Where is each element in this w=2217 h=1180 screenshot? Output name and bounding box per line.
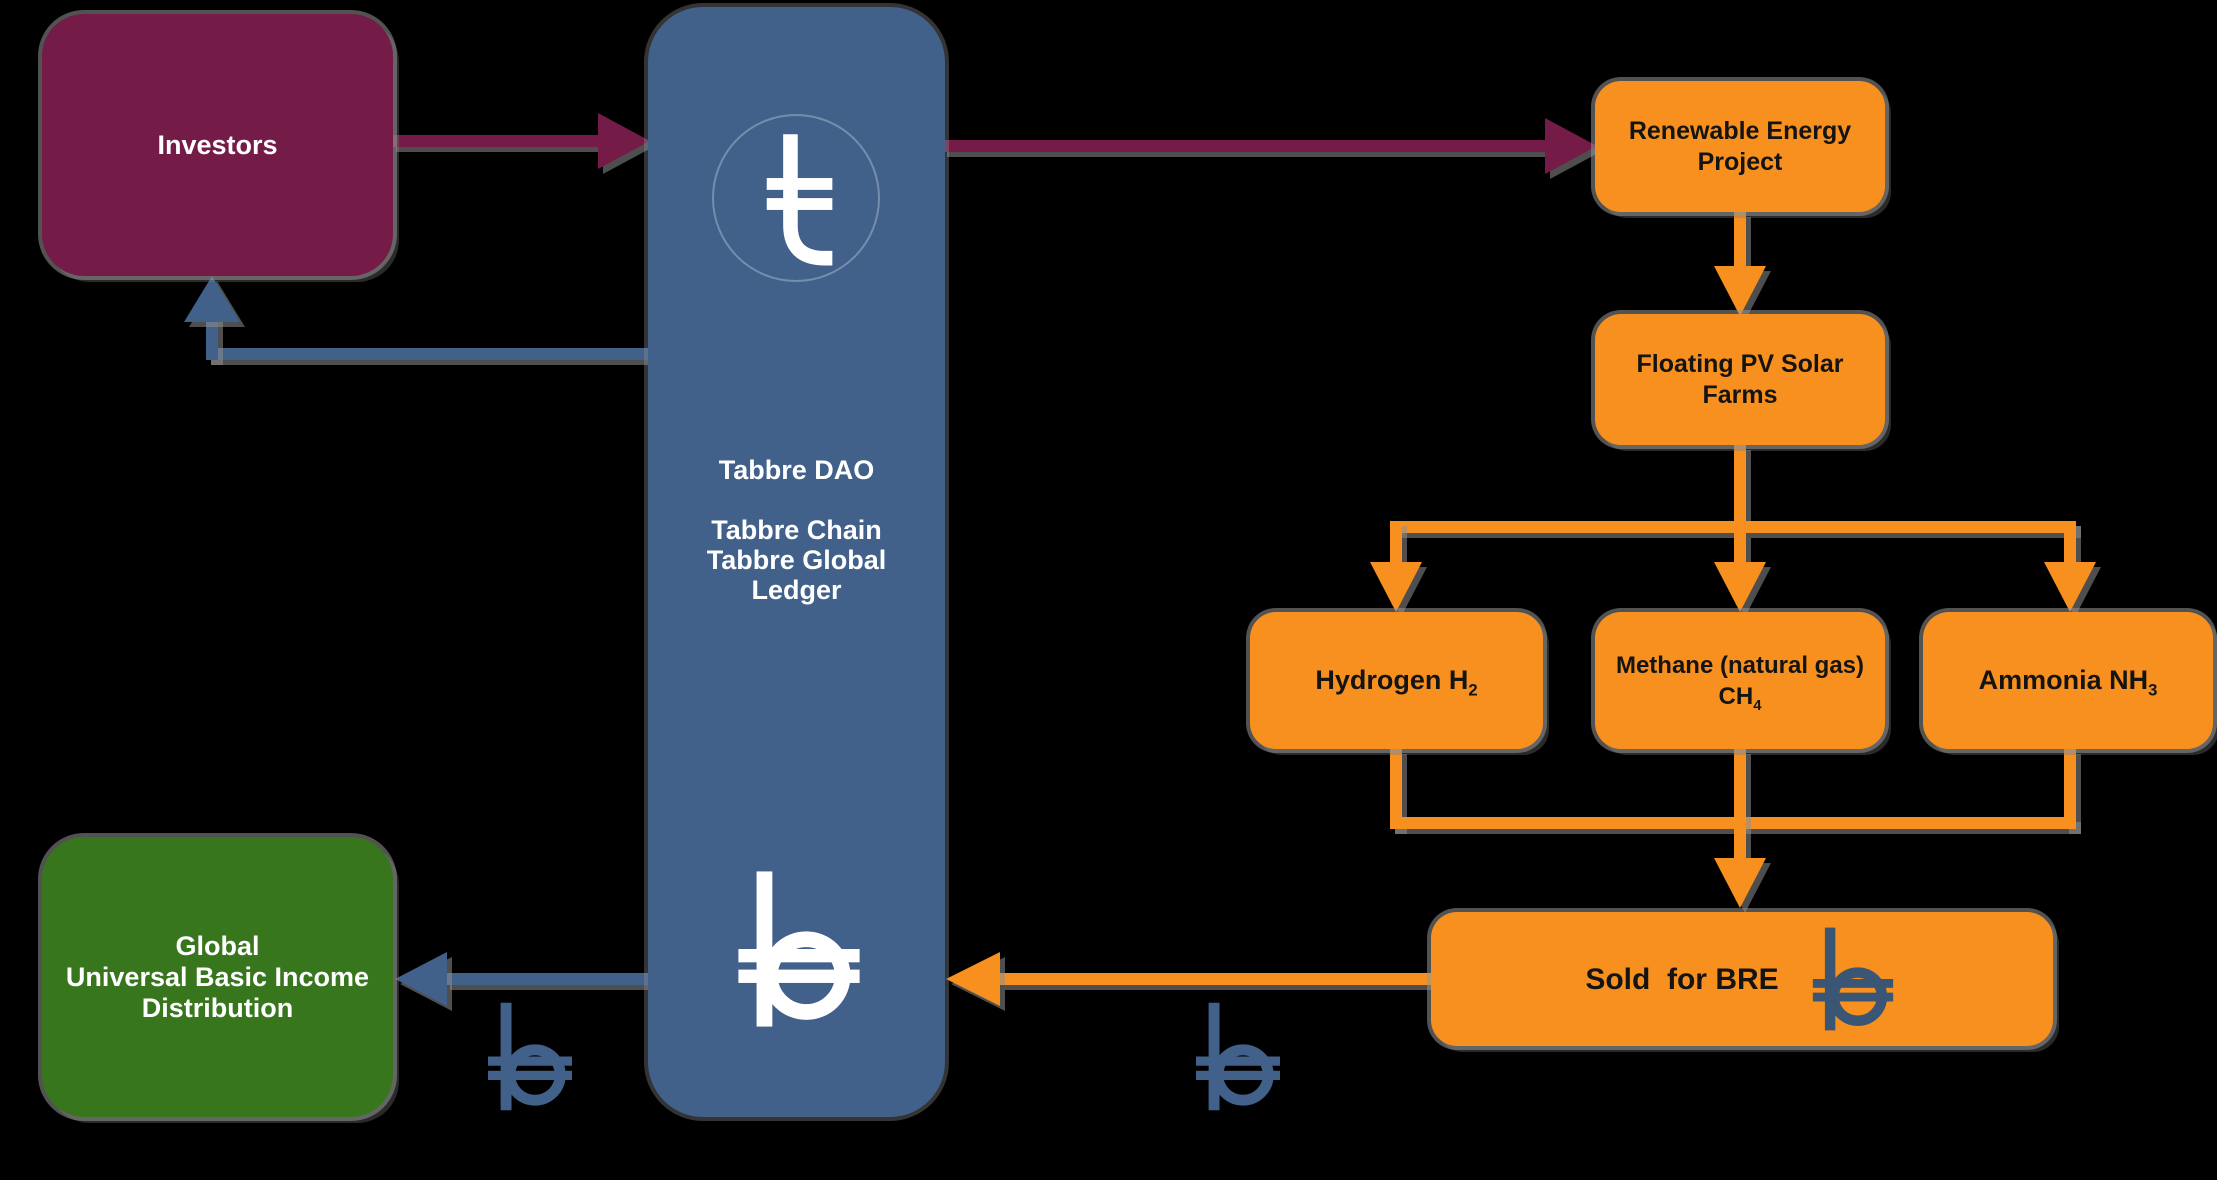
t-currency-icon [766, 134, 833, 266]
flow-line-branch-to-methane [1734, 533, 1746, 566]
arrowhead-up-dao-to-investors [184, 276, 240, 322]
renewable-label-line1: Renewable Energy [1628, 116, 1852, 145]
flow-line-sold-to-dao [1000, 973, 1431, 985]
arrowhead-right-dao-to-renewable [1545, 118, 1597, 174]
floating-label-line2: Farms [1702, 380, 1778, 409]
flow-line-merge-horizontal [1390, 817, 2076, 829]
methane-label-line1: Methane (natural gas) [1615, 651, 1865, 679]
sold-label: Sold for BRE [1585, 962, 1779, 996]
arrowhead-down-to-ammonia [2044, 562, 2096, 612]
arrowhead-down-to-sold [1714, 858, 1766, 908]
arrowhead-down-to-methane [1714, 562, 1766, 612]
hydrogen-label: Hydrogen H2 [1315, 665, 1478, 700]
ammonia-subscript: 3 [2148, 680, 2158, 700]
tabbre-line: Tabbre Global [706, 545, 887, 575]
flow-line-dao-to-renewable [942, 140, 1547, 152]
flow-line-dao-to-ubi [445, 973, 648, 985]
arrowhead-down-to-hydrogen [1370, 562, 1422, 612]
node-ammonia: Ammonia NH3 [1923, 612, 2213, 749]
floating-label-line1: Floating PV Solar [1636, 349, 1844, 378]
ammonia-label: Ammonia NH3 [1978, 665, 2158, 700]
arrowhead-left-dao-to-ubi [395, 952, 447, 1006]
b-currency-icon [1196, 1002, 1280, 1111]
node-sold-for-bre: Sold for BRE [1431, 912, 2053, 1046]
renewable-label-line2: Project [1697, 147, 1783, 176]
ubi-label-line3: Distribution [141, 992, 294, 1023]
ubi-label-line1: Global [175, 930, 260, 961]
tabbre-title: Tabbre DAO [718, 455, 875, 485]
arrowhead-down-renewable-to-floating [1714, 266, 1766, 316]
flow-line-ammonia-to-merge [2064, 749, 2076, 829]
node-tabbre-dao: Tabbre DAO Tabbre Chain Tabbre Global Le… [648, 7, 945, 1117]
flow-line-floating-to-branch [1734, 445, 1746, 527]
node-floating-pv-solar-farms: Floating PV Solar Farms [1595, 314, 1885, 445]
b-currency-icon [738, 871, 860, 1027]
methane-label-line2: CH4 [1718, 682, 1762, 714]
flow-line-dao-to-investors-h [206, 348, 648, 360]
arrowhead-right-investors-to-dao [598, 113, 650, 169]
methane-subscript: 4 [1753, 697, 1762, 714]
flow-line-branch-to-ammonia [2064, 521, 2076, 566]
tabbre-text-block: Tabbre DAO Tabbre Chain Tabbre Global Le… [648, 455, 945, 605]
flow-line-renewable-to-floating [1734, 212, 1746, 272]
flow-line-methane-to-sold [1734, 749, 1746, 861]
b-currency-icon [1812, 927, 1893, 1031]
node-hydrogen: Hydrogen H2 [1250, 612, 1543, 749]
tabbre-line: Ledger [751, 575, 842, 605]
hydrogen-subscript: 2 [1468, 680, 1478, 700]
node-global-ubi-distribution: Global Universal Basic Income Distributi… [42, 837, 393, 1117]
flow-line-investors-to-dao [391, 135, 601, 147]
ubi-label-line2: Universal Basic Income [65, 961, 370, 992]
flow-line-hydrogen-to-merge [1390, 749, 1402, 829]
investors-label: Investors [157, 129, 278, 160]
tabbre-line: Tabbre Chain [711, 515, 882, 545]
node-investors: Investors [42, 14, 393, 276]
node-renewable-energy-project: Renewable Energy Project [1595, 81, 1885, 212]
b-currency-icon [488, 1002, 572, 1111]
flow-line-dao-to-investors-v [206, 316, 218, 360]
node-methane: Methane (natural gas) CH4 [1595, 612, 1885, 749]
arrowhead-left-sold-to-dao [946, 952, 1000, 1006]
flow-line-branch-to-hydrogen [1390, 521, 1402, 566]
t-icon-ring [712, 114, 880, 282]
flow-line-branch-horizontal [1390, 521, 2076, 533]
